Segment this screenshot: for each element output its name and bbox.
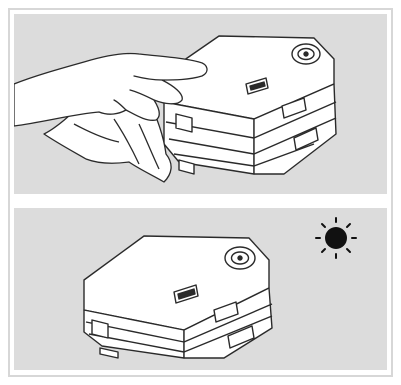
step-wipe-panel xyxy=(14,14,387,194)
dust-bin-icon xyxy=(164,36,336,174)
dry-illustration xyxy=(14,208,387,370)
step-dry-panel xyxy=(14,208,387,370)
dust-bin-icon xyxy=(84,236,272,358)
sun-icon xyxy=(316,218,356,258)
wipe-illustration xyxy=(14,14,387,194)
